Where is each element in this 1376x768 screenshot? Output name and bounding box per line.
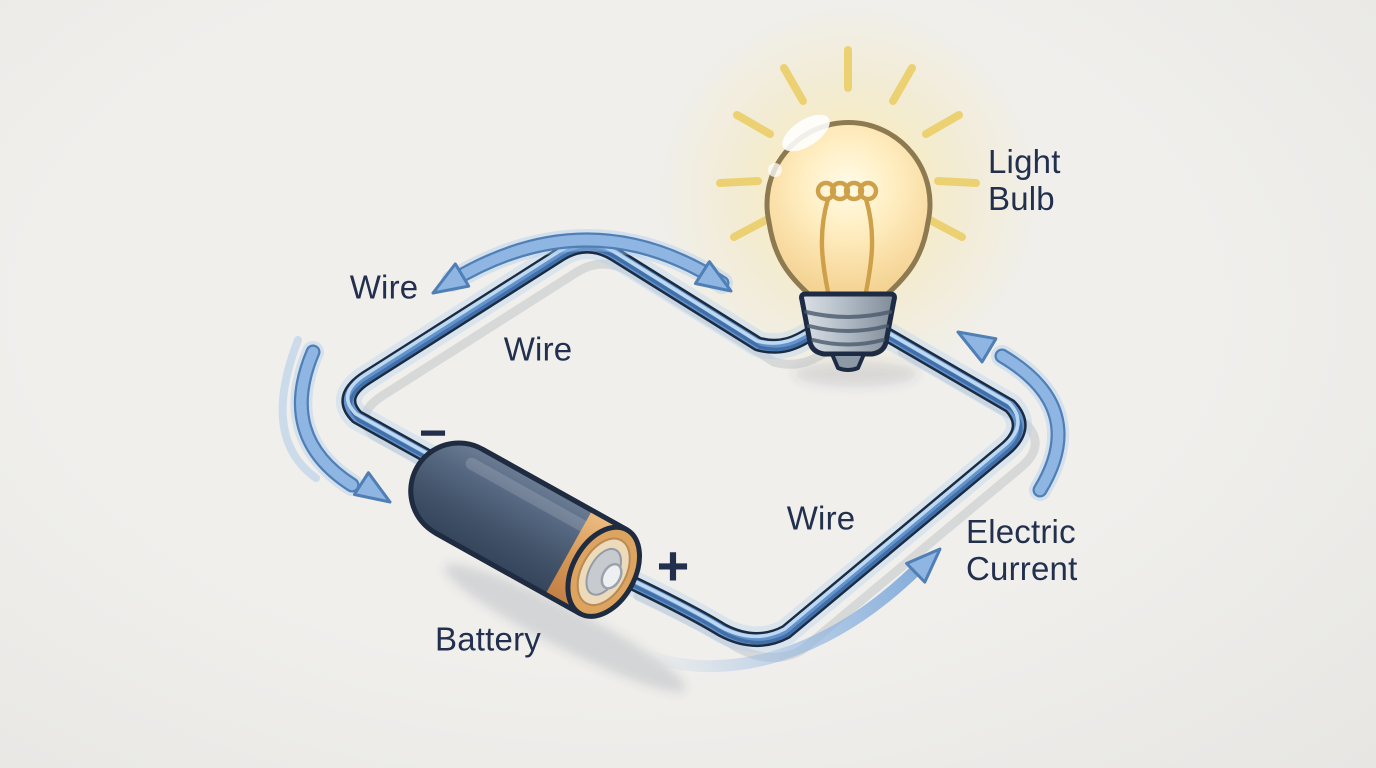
- arrowhead-icon: [352, 471, 392, 504]
- current-arrow-top: [431, 229, 733, 295]
- label-wire-top-center: Wire: [503, 330, 573, 368]
- label-battery: Battery: [435, 620, 541, 658]
- bulb-base-shadow: [794, 361, 918, 387]
- arrowhead-icon: [905, 547, 942, 584]
- wire-bottom-segment: [609, 321, 1032, 653]
- current-arrow-bottom: [642, 547, 942, 673]
- label-light-bulb: Light Bulb: [988, 143, 1061, 217]
- bulb-base: [799, 291, 897, 372]
- arrowhead-left-icon: [431, 262, 471, 295]
- current-arrow-left-corner: [278, 336, 392, 504]
- light-bulb-icon: [716, 46, 980, 372]
- label-light-bulb-line1: Light: [988, 143, 1061, 180]
- label-electric-current: Electric Current: [966, 513, 1077, 587]
- current-arrow-right-corner: [956, 330, 1070, 501]
- bulb-filament: [815, 180, 879, 295]
- arrowhead-right-icon: [693, 260, 733, 293]
- arrowhead-icon: [956, 330, 998, 364]
- bulb-base-contact: [830, 352, 866, 372]
- label-wire-top-left: Wire: [349, 268, 419, 306]
- label-light-bulb-line2: Bulb: [988, 180, 1055, 217]
- battery-shadow: [444, 564, 686, 692]
- label-electric-current-line2: Current: [966, 550, 1078, 587]
- bulb-rays: [716, 46, 980, 241]
- bulb-glass-highlight: [782, 114, 830, 152]
- battery-positive-terminal: [600, 562, 623, 590]
- label-wire-bottom: Wire: [786, 499, 856, 537]
- battery-icon: [408, 440, 642, 619]
- label-electric-current-line1: Electric: [966, 513, 1076, 550]
- positive-terminal-sign: +: [656, 534, 690, 597]
- negative-terminal-sign: −: [418, 407, 448, 460]
